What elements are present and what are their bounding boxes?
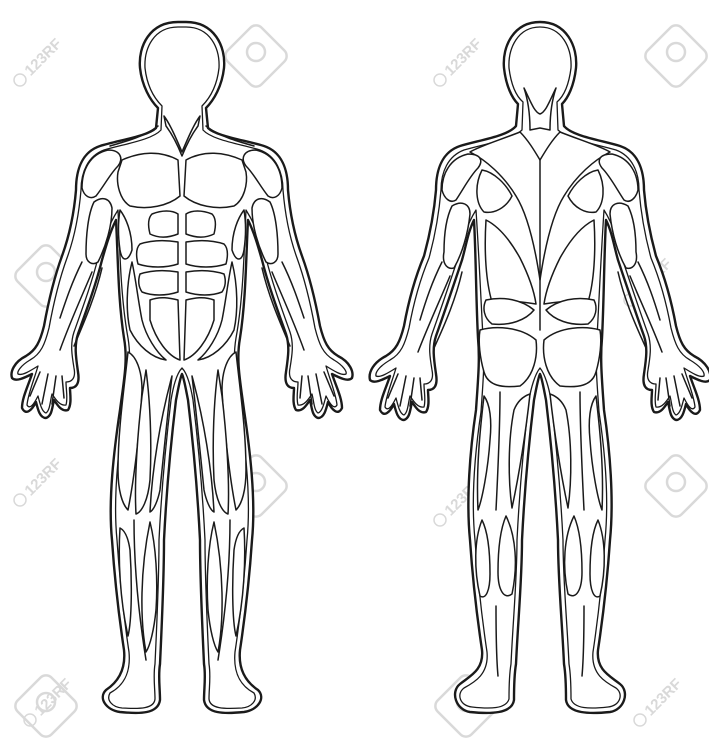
watermark-magnifier-2 [642,22,709,90]
back-glute-left [479,328,536,387]
front-abs-upper-right [186,211,215,237]
svg-text:123RF: 123RF [441,35,485,79]
front-abs-low-right [186,271,225,295]
front-abs-mid-right [186,241,227,267]
front-abs-low-left [139,271,178,295]
watermark-magnifier-1 [222,22,290,90]
front-pectoral-left [118,153,181,207]
watermark-6: 123RF [630,675,685,730]
watermark-layer: 123RF 123RF 123RF 123RF 123RF 123RF 123R… [10,22,709,740]
watermark-magnifier-4 [642,452,709,520]
svg-text:123RF: 123RF [21,455,65,499]
front-abs-mid-left [137,241,178,267]
back-glute-right [544,328,601,387]
watermark-1: 123RF [10,35,65,90]
svg-text:123RF: 123RF [21,35,65,79]
watermark-2: 123RF [430,35,485,90]
back-muscle-figure-icon [370,22,709,713]
front-abs-upper-left [149,211,178,237]
watermark-3: 123RF [10,455,65,510]
svg-text:123RF: 123RF [641,675,685,719]
front-pectoral-right [184,153,247,207]
front-muscle-figure-icon [12,22,353,713]
